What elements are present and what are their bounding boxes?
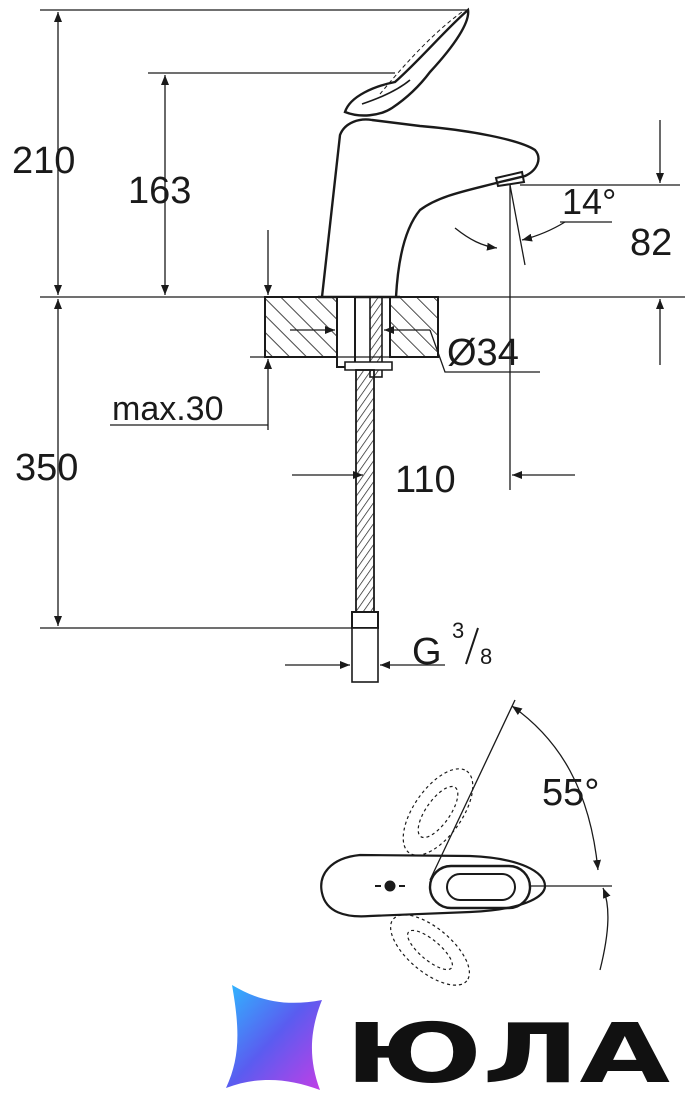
label-max-thickness: max.30 xyxy=(112,390,224,428)
label-connection-thread: G xyxy=(412,631,442,673)
hose-nut xyxy=(351,611,379,629)
connection-fraction-slash xyxy=(465,627,479,665)
label-connection-denominator: 8 xyxy=(480,644,492,669)
faucet-side-view xyxy=(318,7,540,299)
label-hole-diameter: Ø34 xyxy=(447,332,519,374)
hose-fitting xyxy=(351,627,379,683)
temp-indicator-dot xyxy=(384,880,396,892)
angle-14-ray xyxy=(509,184,526,266)
brand-wordmark: ЮЛА xyxy=(345,1007,671,1100)
faucet-lever xyxy=(343,7,470,117)
lever-ghost-rotated-up xyxy=(402,768,474,856)
angle-14-arc-left xyxy=(454,227,498,251)
faucet-aerator xyxy=(494,170,526,188)
dimension-lines xyxy=(40,9,685,669)
angle-14-arc-right xyxy=(521,221,566,242)
label-spout-clearance: 82 xyxy=(630,222,672,264)
countertop-hatch-left xyxy=(264,296,338,358)
logo-star-icon xyxy=(226,985,322,1090)
label-lever-rotation: 55° xyxy=(542,772,599,814)
dimension-labels: 210 163 82 14° Ø34 max.30 350 110 G 3 8 xyxy=(12,140,672,673)
lever-ghost-rotated-down xyxy=(390,914,470,986)
flex-hose xyxy=(351,369,379,683)
faucet-top-view xyxy=(320,699,612,986)
faucet-body xyxy=(320,118,540,298)
label-spout-height: 163 xyxy=(128,170,191,212)
lever-oval-outer xyxy=(428,864,532,910)
label-spout-reach: 110 xyxy=(395,459,456,501)
label-spout-angle: 14° xyxy=(562,181,616,222)
dim-34-leader xyxy=(429,329,540,373)
mounting-nut xyxy=(344,361,393,371)
label-total-height: 210 xyxy=(12,140,75,182)
hose-braid xyxy=(355,369,375,616)
faucet-lever-inner xyxy=(361,79,411,105)
rotation-arc-55 xyxy=(599,887,611,971)
rotation-axis-angled xyxy=(429,699,516,881)
lever-oval-inner xyxy=(446,873,516,901)
label-connection-numerator: 3 xyxy=(452,618,464,643)
brand-logo: ЮЛА xyxy=(226,985,671,1100)
label-hose-length: 350 xyxy=(15,447,78,489)
countertop-section xyxy=(264,296,439,378)
countertop-hatch-right xyxy=(389,296,439,358)
rotation-arc-55-upper xyxy=(511,705,601,871)
lever-ghost-raised xyxy=(379,11,463,95)
